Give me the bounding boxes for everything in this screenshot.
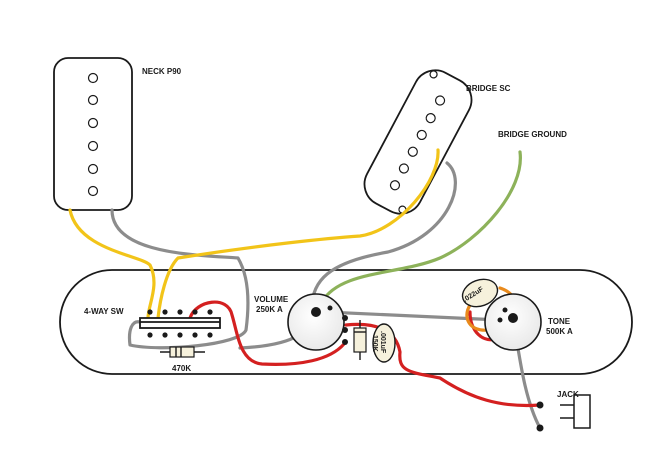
volume-value-label: 250K A [256, 305, 283, 314]
cap-022uf [461, 278, 499, 308]
jack-label: JACK [557, 390, 579, 399]
four-way-switch [139, 309, 221, 338]
control-plate [59, 269, 633, 375]
green-wire-ground [320, 150, 522, 304]
neck-pickup [53, 57, 133, 211]
tone-value-label: 500K A [546, 327, 573, 336]
yellow-wire-neck [68, 208, 156, 320]
cap-001uf [372, 323, 396, 363]
tone-label: TONE [548, 317, 571, 326]
yellow-wire-bridge [156, 148, 440, 320]
cap-001uf-label: .001uF [379, 331, 386, 354]
neck-pickup-label: NECK P90 [142, 67, 182, 76]
resistor-150k-label: 150K [371, 335, 378, 352]
resistor-150k [353, 320, 367, 360]
switch-label: 4-WAY SW [84, 307, 124, 316]
output-jack [536, 394, 591, 432]
bridge-pickup-label: BRIDGE SC [466, 84, 511, 93]
bridge-ground-label: BRIDGE GROUND [498, 130, 567, 139]
volume-pot [287, 293, 348, 351]
volume-label: VOLUME [254, 295, 289, 304]
resistor-470k-label: 470K [172, 364, 191, 373]
red-wire-switch-volume [188, 300, 346, 366]
tone-pot [484, 293, 542, 351]
gray-wire-ground [324, 310, 502, 322]
bridge-pickup [363, 69, 473, 215]
resistor-470k [160, 346, 205, 358]
gray-wire-neck [110, 208, 250, 350]
